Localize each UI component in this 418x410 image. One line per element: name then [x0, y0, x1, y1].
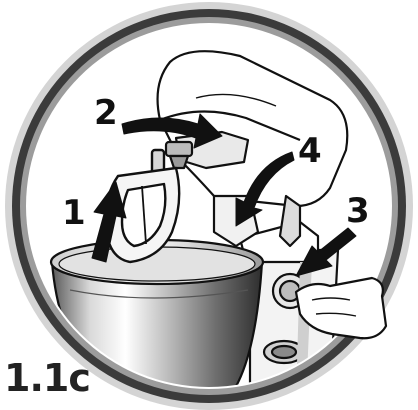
step-number-4: 4: [298, 131, 322, 171]
step-number-3: 3: [346, 191, 370, 231]
step-number-1: 1: [62, 193, 86, 233]
figure-label: 1.1c: [4, 356, 90, 400]
step-number-2: 2: [94, 93, 118, 133]
